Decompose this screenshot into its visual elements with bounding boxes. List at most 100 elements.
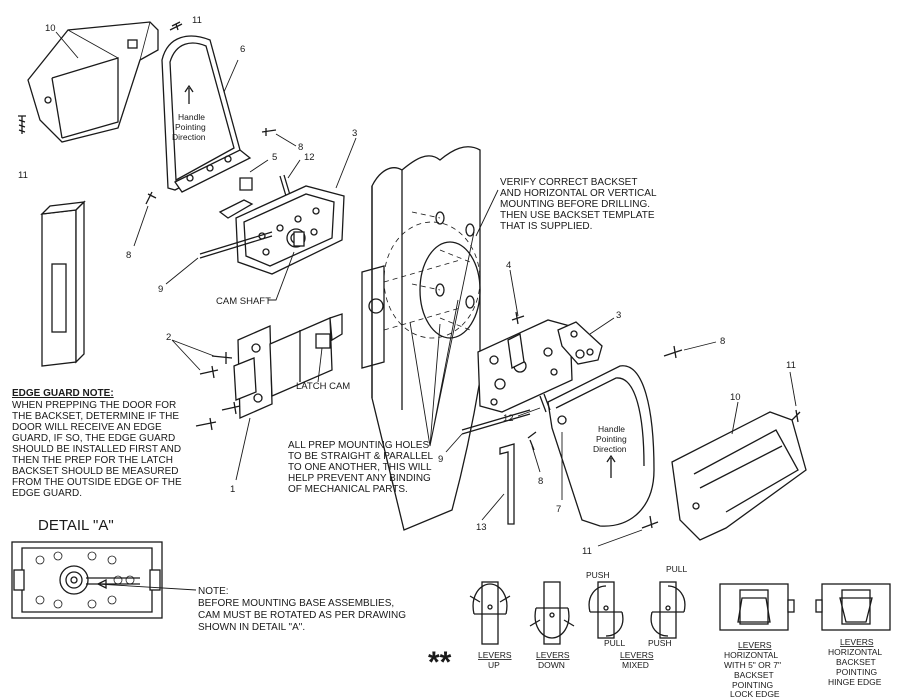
screw-8-right	[663, 345, 683, 359]
handle-direction-left-1: Handle	[178, 112, 205, 122]
verify-note-line-2: AND HORIZONTAL OR VERTICAL	[500, 188, 657, 199]
screw-11-right	[791, 409, 801, 423]
horizontal-lock-line-1: LEVERS	[738, 640, 772, 650]
callout-9-mid: 9	[438, 454, 443, 465]
latch-assembly-1	[233, 313, 343, 419]
screw-11-top	[169, 21, 183, 31]
levers-mixed-line-2: MIXED	[622, 660, 649, 670]
callout-4: 4	[506, 260, 511, 271]
callout-2: 2	[166, 332, 171, 343]
horizontal-hinge-line-3: BACKSET	[836, 657, 876, 667]
rod-9-top	[199, 231, 273, 259]
verify-note-line-4: THEN USE BACKSET TEMPLATE	[500, 210, 655, 221]
callout-11-bottom: 11	[582, 546, 592, 557]
edge-guard-note-line-7: BACKSET SHOULD BE MEASURED	[12, 466, 179, 477]
detail-note-line-4: SHOWN IN DETAIL "A".	[198, 622, 305, 633]
edge-guard-note-title: EDGE GUARD NOTE:	[12, 388, 114, 399]
option-horizontal-hinge-edge	[815, 583, 891, 631]
push-label-1: PUSH	[586, 570, 610, 580]
double-star-mark: **	[428, 646, 452, 679]
housing-cover-right	[671, 411, 807, 541]
option-levers-up	[469, 581, 511, 645]
option-levers-down	[529, 581, 575, 645]
callout-10-right: 10	[730, 392, 741, 403]
prep-note-line-5: OF MECHANICAL PARTS.	[288, 484, 408, 495]
prep-note-line-4: HELP PREVENT ANY BINDING	[288, 473, 431, 484]
pull-label-1: PULL	[666, 564, 688, 574]
levers-down-line-2: DOWN	[538, 660, 565, 670]
prep-note-line-3: TO ONE ANOTHER, THIS WILL	[288, 462, 432, 473]
bracket-3-right	[557, 321, 603, 365]
callout-7: 7	[556, 504, 561, 515]
edge-guard-note-line-1: WHEN PREPPING THE DOOR FOR	[12, 400, 176, 411]
handle-direction-left-2: Pointing	[175, 122, 206, 132]
spring-5	[239, 177, 253, 191]
screw-8-mid	[527, 431, 537, 451]
verify-note-line-1: VERIFY CORRECT BACKSET	[500, 177, 637, 188]
edge-guard-note-line-4: GUARD, IF SO, THE EDGE GUARD	[12, 433, 175, 444]
screw-11-bottom	[641, 515, 659, 529]
prep-note-line-2: TO BE STRAIGHT & PARALLEL	[288, 451, 433, 462]
callout-8-mid: 8	[538, 476, 543, 487]
detail-note-line-3: CAM MUST BE ROTATED AS PER DRAWING	[198, 610, 406, 621]
latch-cam-label: LATCH CAM	[296, 381, 350, 392]
callout-8-right: 8	[720, 336, 725, 347]
door-section	[361, 146, 481, 531]
pull-label-2: PULL	[604, 638, 626, 648]
option-levers-mixed	[588, 581, 686, 639]
callout-8-left: 8	[126, 250, 131, 261]
callout-5: 5	[272, 152, 277, 163]
edge-guard	[40, 200, 86, 367]
screw-8-top	[261, 128, 277, 136]
verify-note-line-3: MOUNTING BEFORE DRILLING.	[500, 199, 650, 210]
callout-11-left: 11	[18, 170, 28, 181]
option-horizontal-lock-edge	[719, 583, 795, 631]
edge-guard-note-line-2: THE BACKSET, DETERMINE IF THE	[12, 411, 179, 422]
allen-wrench-13	[499, 443, 515, 525]
horizontal-hinge-line-5: HINGE EDGE	[828, 677, 882, 687]
mechanism-plate-right	[477, 319, 573, 413]
callout-11-right: 11	[786, 360, 796, 371]
base-plate-6	[161, 35, 252, 193]
rod-9-mid	[461, 409, 531, 435]
detail-note-line-2: BEFORE MOUNTING BASE ASSEMBLIES,	[198, 598, 394, 609]
screws-2	[195, 352, 241, 431]
screw-11-left	[18, 115, 26, 134]
leader-6	[223, 59, 239, 93]
leader-10-top	[55, 31, 79, 59]
callout-3-right: 3	[616, 310, 621, 321]
edge-guard-note-line-6: THEN THE PREP FOR THE LATCH	[12, 455, 173, 466]
horizontal-lock-line-4: BACKSET	[734, 670, 774, 680]
push-label-2: PUSH	[648, 638, 672, 648]
edge-guard-note-line-9: EDGE GUARD.	[12, 488, 82, 499]
levers-up-line-2: UP	[488, 660, 500, 670]
edge-guard-note-line-3: DOOR WILL RECEIVE AN EDGE	[12, 422, 162, 433]
horizontal-hinge-line-2: HORIZONTAL	[828, 647, 882, 657]
edge-guard-note-line-5: SHOULD BE INSTALLED FIRST AND	[12, 444, 181, 455]
verify-note-line-5: THAT IS SUPPLIED.	[500, 221, 592, 232]
detail-a-title: DETAIL "A"	[38, 517, 114, 534]
levers-up-line-1: LEVERS	[478, 650, 512, 660]
handle-direction-right-1: Handle	[598, 424, 625, 434]
callout-9-top: 9	[158, 284, 163, 295]
callout-13: 13	[476, 522, 487, 533]
callout-12-mid: 12	[503, 413, 514, 424]
housing-cover-top-left	[27, 21, 159, 143]
handle-plate-7	[547, 365, 655, 527]
horizontal-lock-line-2: HORIZONTAL	[724, 650, 778, 660]
callout-8-a: 8	[298, 142, 303, 153]
prep-note-line-1: ALL PREP MOUNTING HOLES	[288, 440, 429, 451]
horizontal-lock-line-3: WITH 5" OR 7"	[724, 660, 781, 670]
horizontal-hinge-line-1: LEVERS	[840, 637, 874, 647]
pin-12-top	[279, 174, 291, 197]
cam-shaft-label: CAM SHAFT	[216, 296, 271, 307]
callout-12-top: 12	[304, 152, 315, 163]
pin-12-mid	[539, 393, 551, 413]
callout-6: 6	[240, 44, 245, 55]
callout-10-top: 10	[45, 23, 56, 34]
mechanism-plate-3-top	[218, 185, 345, 275]
detail-a-drawing	[11, 541, 163, 619]
callout-11-top: 11	[192, 15, 202, 26]
horizontal-lock-line-5: POINTING	[732, 680, 773, 690]
